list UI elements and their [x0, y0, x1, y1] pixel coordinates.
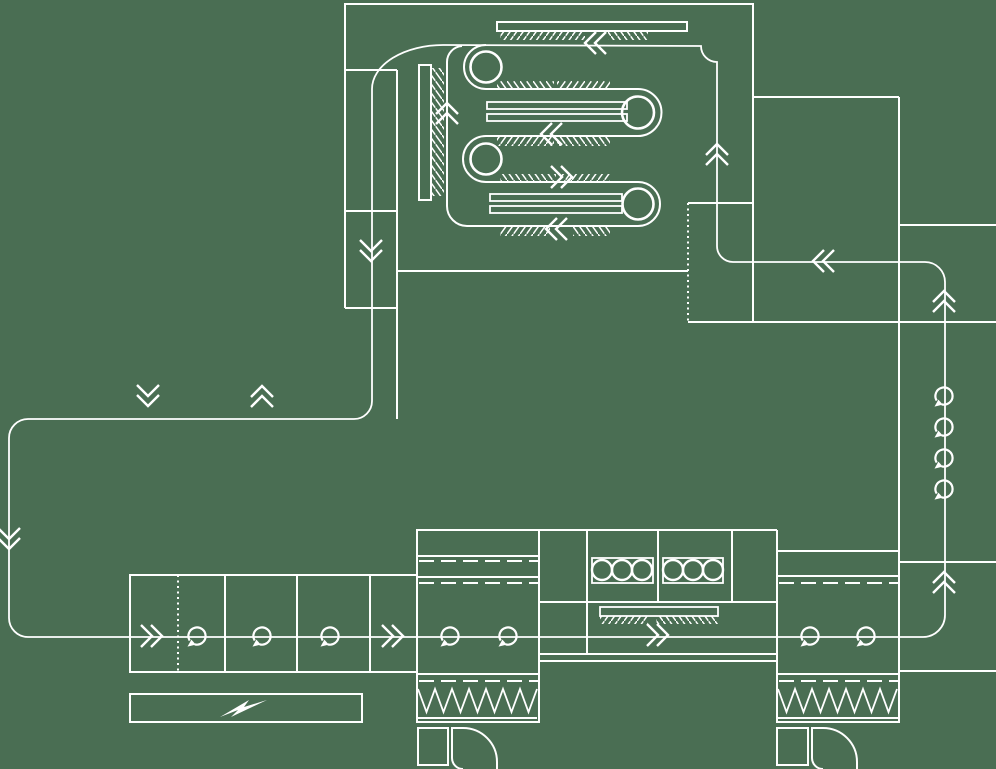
flow-arrow-right-icon	[380, 623, 405, 649]
bypass-box	[687, 202, 753, 322]
flow-arrows	[0, 30, 957, 649]
rotation-arrow-icon	[933, 448, 954, 470]
fan-icon	[701, 558, 725, 582]
deck-hatching	[497, 81, 610, 236]
flow-arrow-down-icon	[358, 238, 384, 263]
fan-icon	[590, 558, 614, 582]
heating-coil-zigzag	[417, 686, 538, 715]
rotation-symbols	[186, 386, 954, 648]
belt-decks	[486, 101, 628, 214]
flow-arrow-down-icon	[0, 526, 22, 551]
flow-arrow-left-icon	[811, 248, 836, 274]
exhaust-elbow	[776, 727, 858, 769]
flow-arrow-up-icon	[931, 289, 957, 314]
conveyor-bed	[599, 606, 719, 624]
flow-arrow-down-icon	[135, 383, 161, 408]
roller-icon	[469, 50, 503, 84]
belt-rollers	[469, 50, 656, 221]
lightning-bolt-icon	[220, 700, 267, 717]
exhaust-elbow	[417, 727, 498, 769]
inlet-duct-column	[345, 69, 398, 419]
roller-icon	[621, 187, 655, 221]
rotation-arrow-icon	[933, 417, 954, 439]
rotation-arrow-icon	[933, 386, 954, 408]
flow-arrow-right-icon	[139, 623, 164, 649]
fan-section	[539, 529, 778, 722]
flow-arrow-up-icon	[931, 570, 957, 595]
roller-icon	[620, 95, 656, 130]
electric-heater	[129, 693, 363, 723]
rotation-arrow-icon	[933, 479, 954, 501]
serpentine-belt-dryer	[344, 3, 754, 419]
heating-coil-zigzag	[777, 686, 898, 715]
fan-icon	[681, 558, 705, 582]
flow-arrow-left-icon	[583, 30, 608, 56]
dryer-tower-2	[776, 550, 900, 769]
baffle-plate	[418, 64, 444, 201]
fan-icon	[610, 558, 634, 582]
dryer-housing	[344, 3, 754, 323]
flow-arrow-right-icon	[645, 622, 670, 648]
flow-arrow-up-icon	[249, 384, 275, 409]
fan-bank	[661, 557, 725, 584]
serpentine-belt-path	[445, 44, 663, 227]
fan-icon	[661, 558, 685, 582]
fan-icon	[630, 558, 654, 582]
recirculation-loop-duct	[8, 44, 946, 638]
preheat-chamber-row	[129, 574, 418, 673]
top-hatched-bed	[496, 21, 688, 40]
dryer-tower-1	[416, 529, 540, 769]
roller-icon	[469, 142, 503, 176]
right-duct-lines	[688, 96, 996, 722]
fan-bank	[590, 557, 654, 584]
